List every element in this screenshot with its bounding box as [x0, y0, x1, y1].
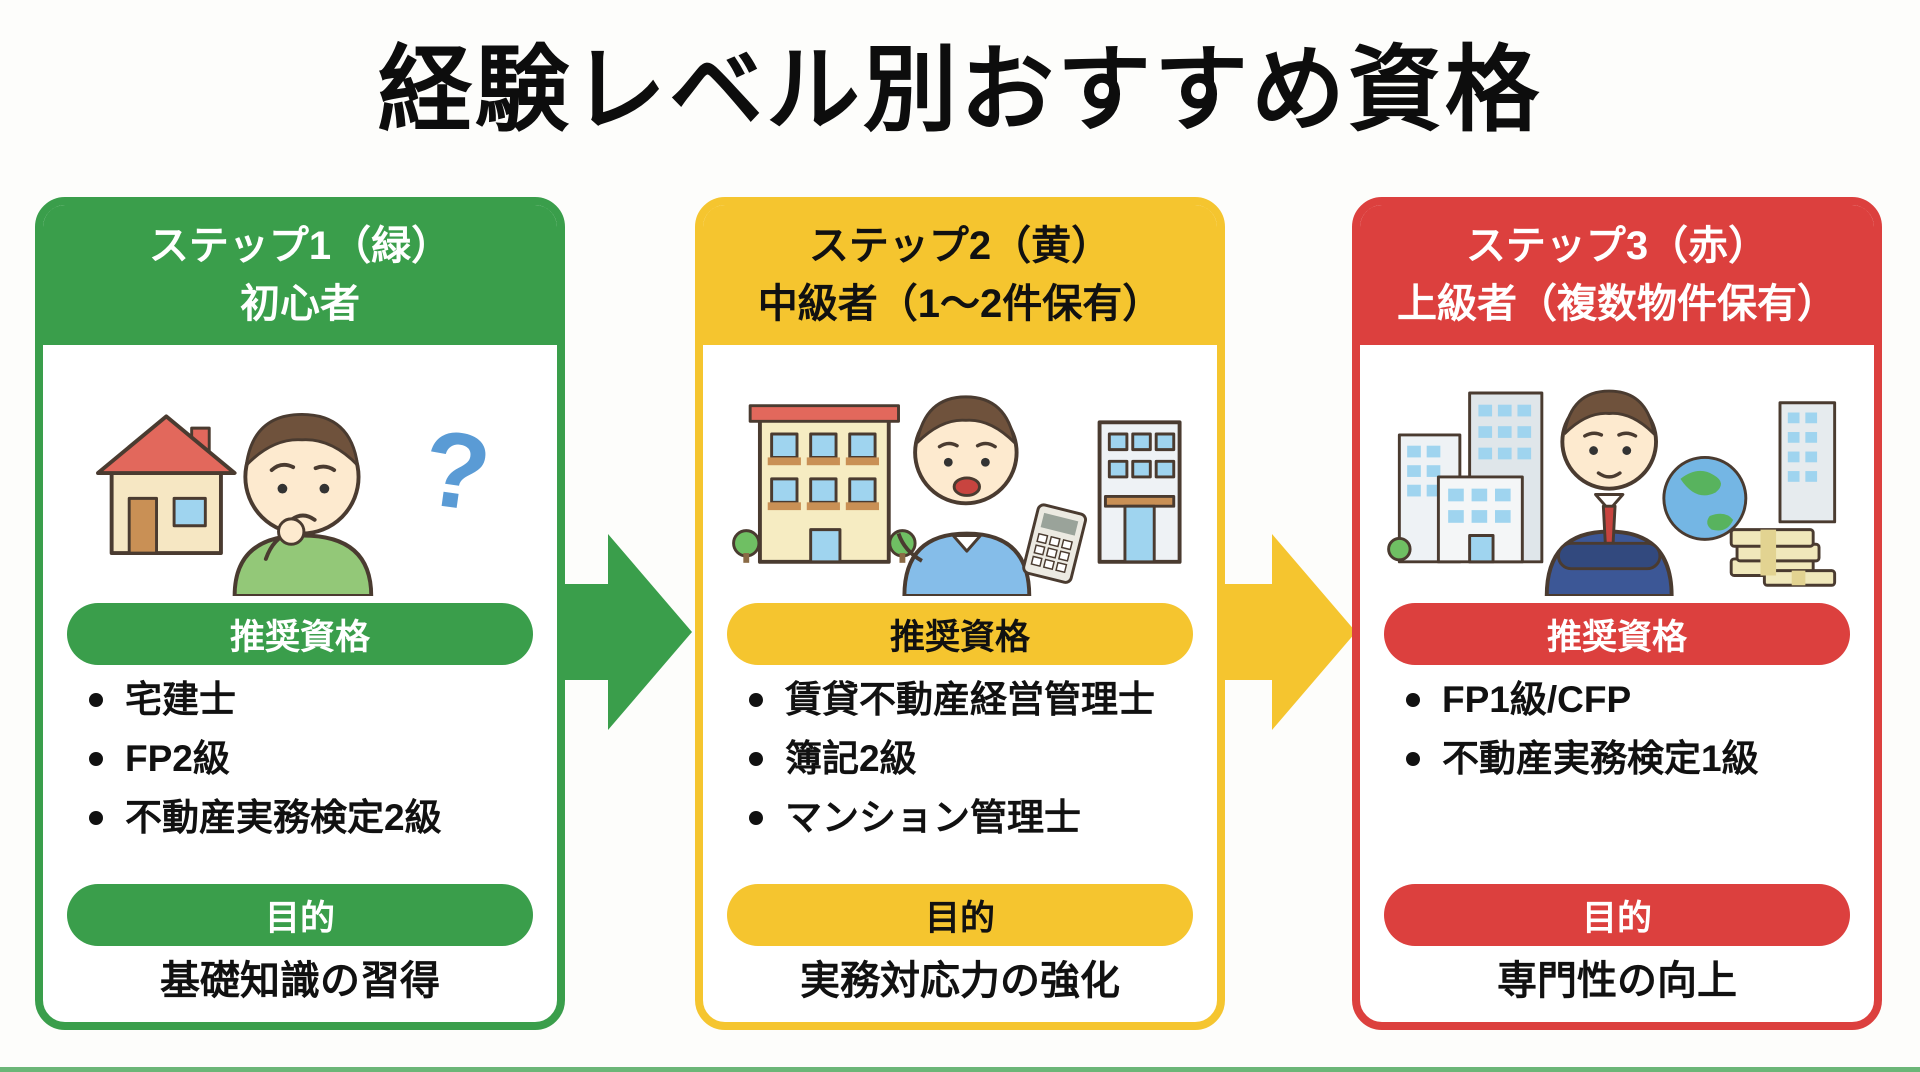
apartment-building-icon [732, 404, 917, 564]
intermediate-illustration [732, 395, 1182, 596]
step2-illustration [703, 345, 1217, 603]
step3-purpose-label: 目的 [1581, 898, 1652, 938]
step2-header-line2: 中級者（1〜2件保有） [757, 282, 1163, 326]
step3-illustration [1360, 345, 1874, 603]
city-building-right-icon [1778, 401, 1837, 524]
step2-header-line1: ステップ2（黄） [808, 224, 1112, 268]
qualification-item: 宅建士 [89, 681, 551, 718]
step1-illustration: ? [43, 345, 557, 603]
step2-header: ステップ2（黄） 中級者（1〜2件保有） [703, 205, 1217, 345]
step3-recommended-label: 推奨資格 [1546, 617, 1687, 657]
step2-qualification-list: 賃貸不動産経営管理士 簿記2級 マンション管理士 [749, 681, 1211, 884]
step3-purpose-pill: 目的 [1384, 884, 1850, 946]
step3-header: ステップ3（赤） 上級者（複数物件保有） [1360, 205, 1874, 345]
step2-purpose-label: 目的 [924, 898, 995, 938]
step3-qualification-list: FP1級/CFP 不動産実務検定1級 [1406, 681, 1868, 884]
advanced-illustration [1387, 389, 1837, 596]
question-mark-icon: ? [416, 407, 498, 535]
step3-card: ステップ3（赤） 上級者（複数物件保有） [1352, 197, 1882, 1030]
qualification-item: FP2級 [89, 740, 551, 777]
qualification-item: 簿記2級 [749, 740, 1211, 777]
step1-header: ステップ1（緑） 初心者 [43, 205, 557, 345]
bottom-edge-strip [0, 1067, 1920, 1072]
step3-header-line1: ステップ3（赤） [1465, 224, 1769, 268]
step1-purpose-label: 目的 [264, 898, 335, 938]
arrow-step2-to-step3 [1222, 534, 1356, 730]
step1-purpose-pill: 目的 [67, 884, 533, 946]
office-building-icon [1097, 420, 1182, 564]
house-icon [96, 414, 237, 556]
city-buildings-left-icon [1387, 391, 1544, 564]
money-stacks-icon [1729, 528, 1837, 587]
step1-qualification-list: 宅建士 FP2級 不動産実務検定2級 [89, 681, 551, 884]
step1-recommended-pill: 推奨資格 [67, 603, 533, 665]
qualification-item: 不動産実務検定2級 [89, 799, 551, 836]
step3-purpose-text: 専門性の向上 [1497, 959, 1737, 1003]
businessman-icon [1544, 389, 1674, 596]
step1-purpose-text: 基礎知識の習得 [160, 959, 440, 1003]
step2-recommended-pill: 推奨資格 [727, 603, 1193, 665]
step2-card: ステップ2（黄） 中級者（1〜2件保有） [695, 197, 1225, 1030]
arrow-shape [1222, 534, 1356, 730]
step2-purpose-pill: 目的 [727, 884, 1193, 946]
beginner-illustration: ? [96, 407, 498, 596]
globe-icon [1662, 455, 1748, 541]
arrow-shape [558, 534, 692, 730]
arrow-step1-to-step2 [558, 534, 692, 730]
qualification-item: 不動産実務検定1級 [1406, 740, 1868, 777]
qualification-item: マンション管理士 [749, 799, 1211, 836]
step1-card: ステップ1（緑） 初心者 [35, 197, 565, 1030]
step1-header-line2: 初心者 [240, 282, 360, 326]
step2-purpose-text: 実務対応力の強化 [800, 959, 1120, 1003]
qualification-item: FP1級/CFP [1406, 681, 1868, 718]
qualification-item: 賃貸不動産経営管理士 [749, 681, 1211, 718]
step3-header-line2: 上級者（複数物件保有） [1397, 282, 1837, 326]
step1-recommended-label: 推奨資格 [229, 617, 370, 657]
person-with-calculator [896, 395, 1088, 596]
step3-recommended-pill: 推奨資格 [1384, 603, 1850, 665]
step2-recommended-label: 推奨資格 [889, 617, 1030, 657]
page-title: 経験レベル別おすすめ資格 [377, 37, 1542, 142]
thinking-person [232, 413, 374, 596]
step1-header-line1: ステップ1（緑） [148, 224, 452, 268]
